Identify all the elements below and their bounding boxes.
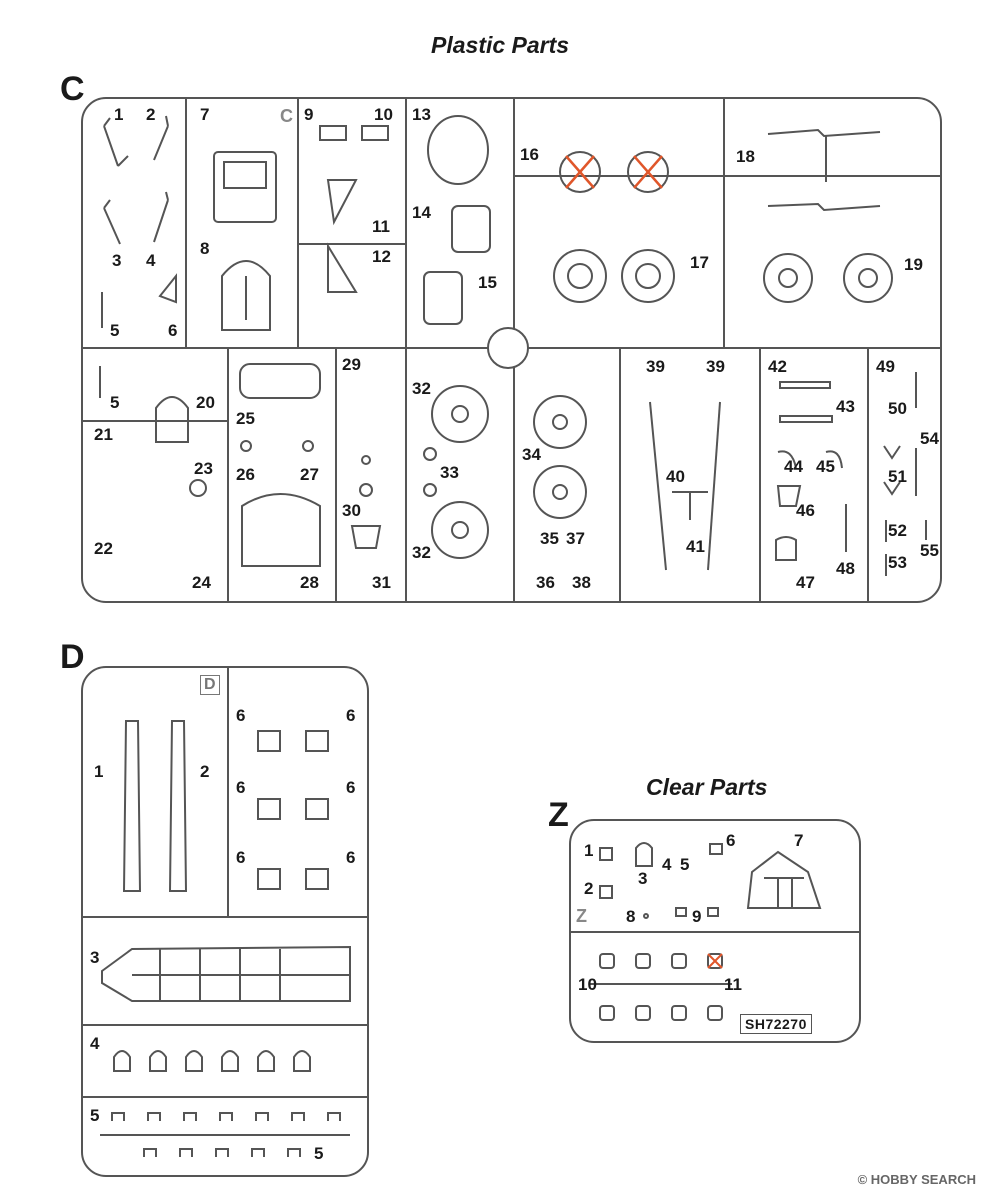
plastic-parts-heading: Plastic Parts [431,32,570,58]
label-c-38: 38 [572,573,591,592]
label-c-39b: 39 [706,357,725,376]
label-c-54: 54 [920,429,939,448]
label-z-10: 10 [578,975,597,994]
label-c-42: 42 [768,357,787,376]
label-d-2: 2 [200,762,210,781]
label-z-7: 7 [794,831,804,850]
label-z-2: 2 [584,879,594,898]
label-c-53: 53 [888,553,907,572]
label-d-4: 4 [90,1034,100,1053]
label-d-6a: 6 [236,706,246,725]
label-z-5: 5 [680,855,690,874]
sprue-z-mark: Z [576,906,587,926]
sprue-c-mark: C [280,106,293,126]
label-c-41: 41 [686,537,705,556]
label-c-18: 18 [736,147,755,166]
label-c-47: 47 [796,573,815,592]
label-c-37: 37 [566,529,585,548]
label-z-8: 8 [626,907,636,926]
label-c-14: 14 [412,203,431,222]
label-c-50: 50 [888,399,907,418]
label-d-6f: 6 [346,848,356,867]
label-d-1: 1 [94,762,104,781]
label-c-15: 15 [478,273,497,292]
label-c-5b: 5 [110,393,120,412]
label-c-3: 3 [112,251,122,270]
label-c-45: 45 [816,457,835,476]
label-c-33: 33 [440,463,459,482]
label-c-1: 1 [114,105,124,124]
label-c-16: 16 [520,145,539,164]
label-c-30: 30 [342,501,361,520]
label-c-21: 21 [94,425,113,444]
sprue-z-frame: Z SH72270 1 2 3 4 5 6 7 8 9 10 11 [568,818,862,1044]
label-c-10: 10 [374,105,393,124]
label-c-23: 23 [194,459,213,478]
label-c-25: 25 [236,409,255,428]
sprue-c-frame: C 1 2 3 4 5 6 7 8 9 10 11 12 13 14 15 16… [80,96,943,604]
label-c-12: 12 [372,247,391,266]
label-z-6: 6 [726,831,736,850]
label-c-35: 35 [540,529,559,548]
label-c-24: 24 [192,573,211,592]
label-c-22: 22 [94,539,113,558]
label-d-6e: 6 [236,848,246,867]
label-c-6: 6 [168,321,178,340]
label-c-28: 28 [300,573,319,592]
hobby-search-logo: © HOBBY SEARCH [857,1172,976,1187]
label-z-9: 9 [692,907,702,926]
label-c-20: 20 [196,393,215,412]
label-c-32b: 32 [412,543,431,562]
label-c-55: 55 [920,541,939,560]
sprue-d-frame: D 1 2 6 6 6 6 6 6 3 4 5 5 [80,665,370,1178]
label-c-31: 31 [372,573,391,592]
sprue-z-drawing [569,819,861,1043]
sprue-c-letter: C [60,70,85,108]
label-c-51: 51 [888,467,907,486]
label-c-26: 26 [236,465,255,484]
label-c-46: 46 [796,501,815,520]
label-c-19: 19 [904,255,923,274]
clear-parts-heading: Clear Parts [646,774,768,800]
label-z-4: 4 [662,855,672,874]
label-c-17: 17 [690,253,709,272]
label-c-48: 48 [836,559,855,578]
label-d-5a: 5 [90,1106,100,1125]
label-z-3: 3 [638,869,648,888]
label-c-44: 44 [784,457,803,476]
label-c-49: 49 [876,357,895,376]
label-d-6d: 6 [346,778,356,797]
label-c-2: 2 [146,105,156,124]
sprue-d-mark: D [200,675,220,695]
label-c-43: 43 [836,397,855,416]
sprue-d-drawing [81,666,369,1177]
label-c-5: 5 [110,321,120,340]
label-c-52: 52 [888,521,907,540]
label-c-34: 34 [522,445,541,464]
label-d-6c: 6 [236,778,246,797]
label-z-11: 11 [724,975,742,994]
label-c-8: 8 [200,239,210,258]
label-c-11: 11 [372,217,390,236]
label-c-32a: 32 [412,379,431,398]
label-c-13: 13 [412,105,431,124]
label-z-1: 1 [584,841,594,860]
sprue-c-drawing [81,97,942,603]
label-c-39a: 39 [646,357,665,376]
label-c-29: 29 [342,355,361,374]
label-c-7: 7 [200,105,210,124]
sprue-z-letter: Z [548,796,569,834]
watermark: © HOBBY SEARCH [858,1172,976,1187]
label-c-40: 40 [666,467,685,486]
label-c-4: 4 [146,251,156,270]
part-number-code: SH72270 [740,1014,812,1034]
sprue-d-letter: D [60,638,85,676]
label-d-6b: 6 [346,706,356,725]
label-c-9: 9 [304,105,314,124]
label-c-36: 36 [536,573,555,592]
label-d-3: 3 [90,948,100,967]
label-c-27: 27 [300,465,319,484]
label-d-5b: 5 [314,1144,324,1163]
